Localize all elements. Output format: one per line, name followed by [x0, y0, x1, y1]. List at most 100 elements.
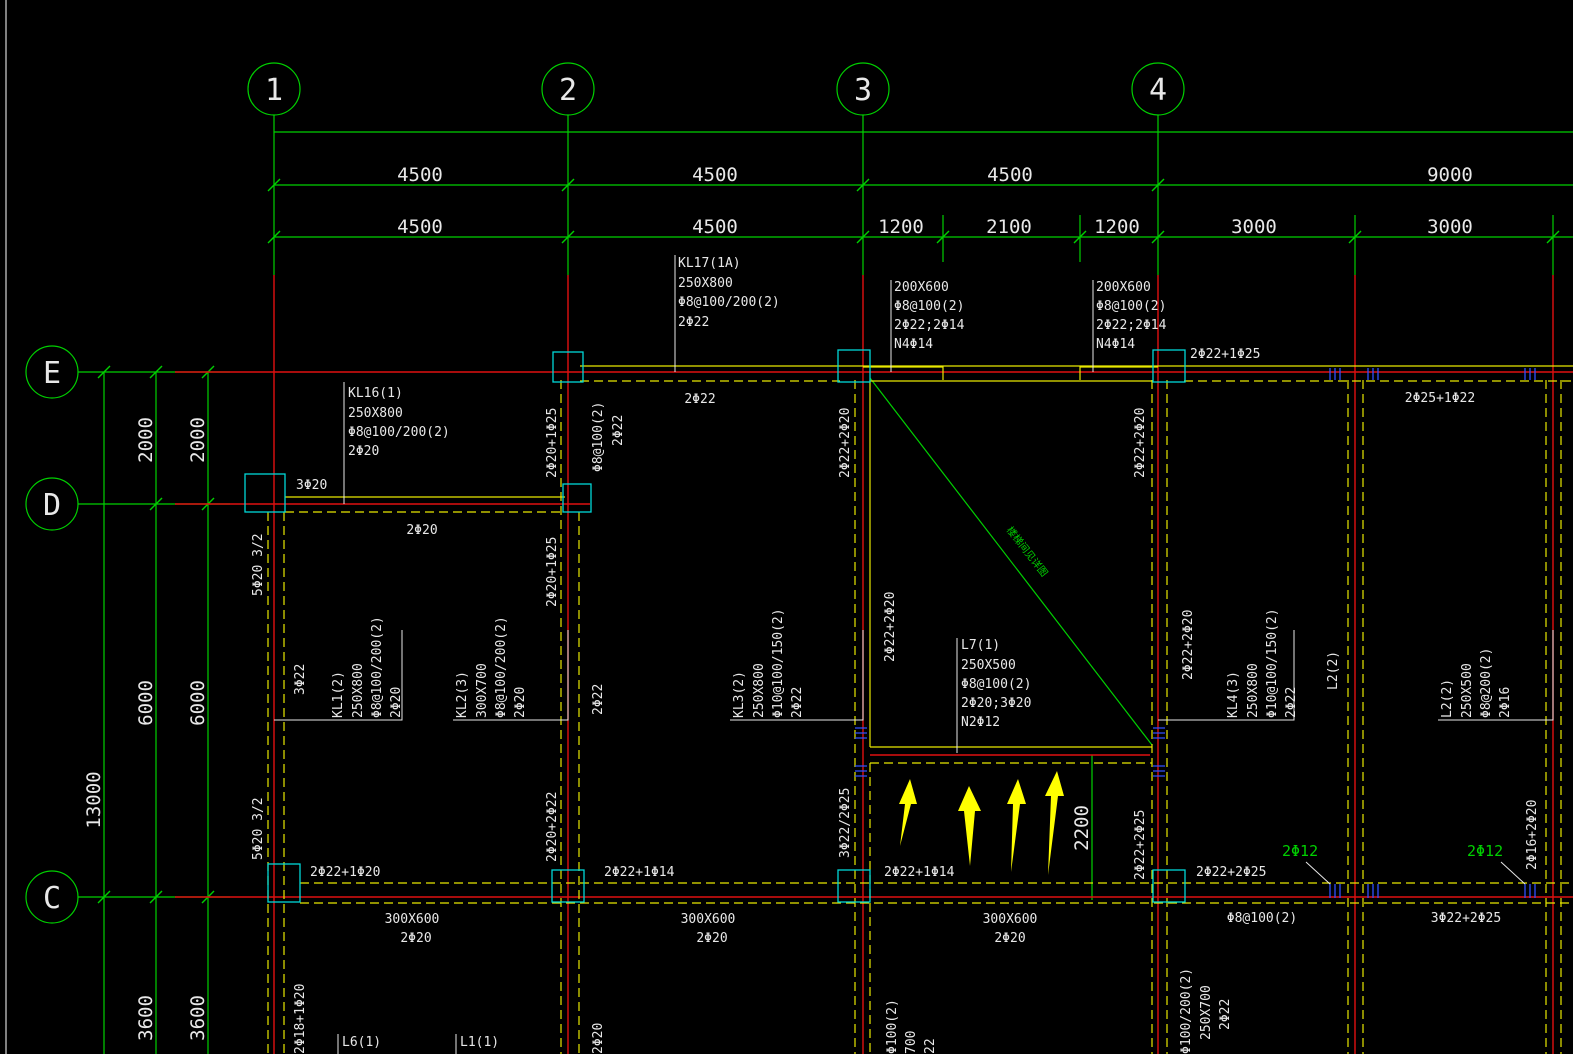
column	[562, 483, 592, 513]
dimension-text-left: 2000 2000 6000 6000 13000 3600 3600 2200	[83, 417, 1093, 1041]
annot-line: 2Φ22+2Φ25	[1196, 865, 1266, 880]
dim-text: 9000	[1427, 164, 1473, 186]
grid-bubble-3[interactable]: 3	[836, 62, 890, 116]
dim-text: 2000	[135, 417, 157, 463]
annotation-l7[interactable]: L7(1) 250X500 Φ8@100(2) 2Φ20;3Φ20 N2Φ12	[961, 638, 1031, 730]
annot-line: 2Φ25+1Φ22	[1405, 391, 1475, 406]
annotation-stub-b[interactable]: 200X600 Φ8@100(2) 2Φ22;2Φ14 N4Φ14	[1096, 280, 1167, 352]
annotation-d-beam[interactable]: 3Φ20 2Φ20	[296, 478, 438, 538]
annot-line: 2Φ20+1Φ25	[545, 408, 560, 478]
annot-line: 200X600	[894, 280, 949, 295]
annot-line: Φ8@200(2)	[1479, 648, 1494, 718]
annot-line: 250X700	[1199, 985, 1214, 1040]
grid-label: 2	[559, 73, 577, 108]
annotation-kl1[interactable]: KL1(2) 250X800 Φ8@100/200(2) 2Φ20	[331, 616, 404, 718]
dim-text: 4500	[397, 164, 443, 186]
annot-line: 2Φ16	[1498, 687, 1513, 718]
annot-line: KL3(2)	[732, 671, 747, 718]
annot-line: 2Φ22	[684, 392, 715, 407]
annot-line: 2Φ22	[1284, 687, 1299, 718]
annot-line: 700	[904, 1031, 919, 1054]
annot-line: 2Φ22;2Φ14	[1096, 318, 1167, 333]
annot-line: 2Φ22+2Φ20	[1181, 610, 1196, 680]
annot-line: 2Φ12	[1282, 842, 1318, 860]
grid-bubble-2[interactable]: 2	[541, 62, 595, 116]
annotation-e-beam[interactable]: 2Φ22+1Φ25 2Φ22 2Φ25+1Φ22	[684, 347, 1475, 407]
annot-line: Φ8@100/200(2)	[494, 616, 509, 718]
beam-edges	[267, 365, 1573, 1054]
annot-line: Φ100(2)	[885, 999, 900, 1054]
annot-line: N4Φ14	[894, 337, 933, 352]
annot-line: L1(1)	[460, 1035, 499, 1050]
grid-bubble-C[interactable]: C	[25, 870, 79, 924]
grid-bubble-1[interactable]: 1	[247, 62, 301, 116]
annot-line: Φ8@100/200(2)	[348, 425, 450, 440]
annotation-c-beam[interactable]: 2Φ22+1Φ20 2Φ22+1Φ14 2Φ22+1Φ14 2Φ22+2Φ25 …	[310, 842, 1503, 946]
annot-line: KL2(3)	[455, 671, 470, 718]
annot-line: 2Φ22+1Φ14	[604, 865, 675, 880]
annot-line: 2Φ20	[348, 444, 379, 459]
column	[1152, 349, 1186, 383]
annot-line: 300X600	[983, 912, 1038, 927]
dim-text: 3600	[135, 995, 157, 1041]
annot-line: Φ8@100/200(2)	[678, 295, 780, 310]
grid-bubble-D[interactable]: D	[25, 477, 79, 531]
annot-line: KL17(1A)	[678, 256, 741, 271]
annotation-stub-a[interactable]: 200X600 Φ8@100(2) 2Φ22;2Φ14 N4Φ14	[894, 280, 965, 352]
dim-text: 1200	[1094, 216, 1140, 238]
annotation-kl17[interactable]: KL17(1A) 250X800 Φ8@100/200(2) 2Φ22	[678, 256, 780, 330]
annotation-l2[interactable]: L2(2) L2(2) 250X500 Φ8@200(2) 2Φ16	[1326, 648, 1513, 718]
grid-label: C	[43, 881, 61, 916]
dim-text: 2000	[187, 417, 209, 463]
columns[interactable]	[244, 349, 1186, 903]
annot-line: 250X800	[752, 663, 767, 718]
annot-line: 2Φ22+1Φ20	[310, 865, 380, 880]
annot-line: 250X800	[1246, 663, 1261, 718]
annot-line: 5Φ20 3/2	[251, 797, 266, 860]
annot-line: Φ8@100(2)	[1227, 911, 1297, 926]
grid-bubble-4[interactable]: 4	[1131, 62, 1185, 116]
annot-line: 3Φ22	[293, 664, 308, 695]
annot-line: 2Φ22+1Φ14	[884, 865, 955, 880]
dimension-ticks	[97, 178, 1560, 904]
annotation-kl3[interactable]: KL3(2) 250X800 Φ10@100/150(2) 2Φ22	[732, 608, 805, 718]
annot-line: 5Φ20 3/2	[251, 533, 266, 596]
annot-line: 300X600	[681, 912, 736, 927]
dim-text: 4500	[987, 164, 1033, 186]
annot-line: 2Φ20	[696, 931, 727, 946]
annot-line: 2Φ22	[790, 687, 805, 718]
annot-line: 2Φ22	[1218, 999, 1233, 1030]
column	[267, 863, 301, 903]
annot-line: 2Φ22+2Φ20	[1133, 408, 1148, 478]
annot-line: Φ10@100/150(2)	[771, 608, 786, 718]
dim-text: 13000	[83, 771, 105, 828]
annot-line: 2Φ12	[1467, 842, 1503, 860]
annot-line: L2(2)	[1326, 651, 1341, 690]
annot-line: Φ10@100/150(2)	[1265, 608, 1280, 718]
annot-line: 200X600	[1096, 280, 1151, 295]
annot-line: 250X500	[961, 658, 1016, 673]
annotation-kl4[interactable]: KL4(3) 250X800 Φ10@100/150(2) 2Φ22	[1226, 608, 1299, 718]
axis-lines	[78, 115, 1573, 1054]
column	[837, 349, 871, 383]
annotation-kl2[interactable]: KL2(3) 300X700 Φ8@100/200(2) 2Φ20	[455, 616, 528, 718]
dim-text: 6000	[135, 680, 157, 726]
annotation-bottom-partial[interactable]: L6(1) L1(1) Φ100(2) 700 22 Φ100/200(2) 2…	[337, 968, 1233, 1054]
dim-text: 6000	[187, 680, 209, 726]
annot-line: 3Φ22+2Φ25	[1431, 911, 1501, 926]
annot-line: 2Φ22;2Φ14	[894, 318, 965, 333]
annot-line: 3Φ20	[296, 478, 327, 493]
annot-line: 2Φ20+1Φ25	[545, 537, 560, 607]
column	[551, 869, 585, 903]
diagonal-note: 楼梯间见详图	[1004, 524, 1051, 579]
annotation-kl16[interactable]: KL16(1) 250X800 Φ8@100/200(2) 2Φ20	[348, 386, 450, 459]
grid-bubble-E[interactable]: E	[25, 345, 79, 399]
annot-line: 2Φ22+2Φ20	[883, 592, 898, 662]
column	[244, 473, 286, 513]
dim-text: 1200	[878, 216, 924, 238]
dimension-text-top: 4500 4500 4500 9000 4500 4500 1200 2100 …	[397, 164, 1473, 238]
annotation-column-rebar[interactable]: 5Φ20 3/2 5Φ20 3/2 3Φ22 2Φ18+1Φ20 2Φ20+1Φ…	[251, 402, 1540, 1054]
annot-line: KL4(3)	[1226, 671, 1241, 718]
annot-line: 300X600	[385, 912, 440, 927]
